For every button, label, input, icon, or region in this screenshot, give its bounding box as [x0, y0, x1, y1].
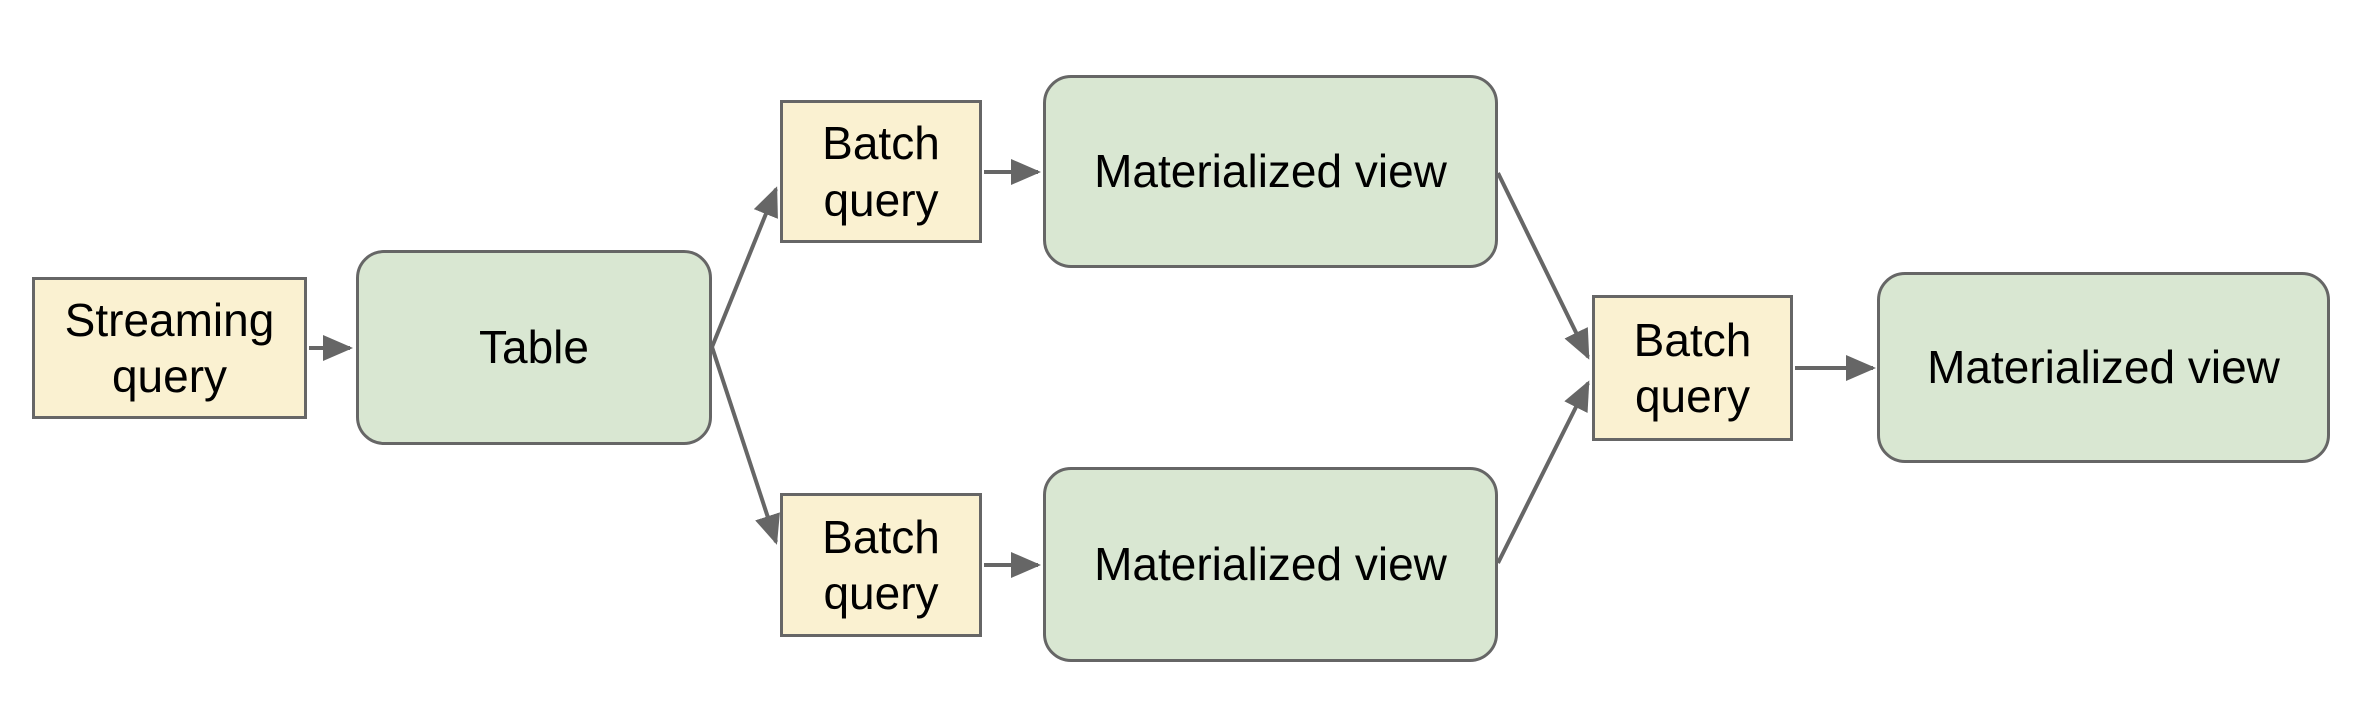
node-label: Batch query [822, 117, 940, 226]
node-label: Batch query [1633, 313, 1752, 422]
node-batch-query-right: Batch query [1592, 295, 1793, 441]
node-materialized-view-bottom: Materialized view [1043, 467, 1498, 662]
node-label: Streaming query [64, 293, 275, 402]
edge-mv-bottom-to-batch-query-right [1496, 380, 1590, 564]
node-label: Materialized view [1927, 341, 2280, 394]
node-batch-query-top: Batch query [780, 100, 982, 243]
edge-table-to-batch-query-bottom [710, 346, 780, 545]
node-label: Materialized view [1094, 145, 1447, 198]
node-table: Table [356, 250, 712, 445]
node-label: Table [479, 321, 589, 374]
node-label: Materialized view [1094, 538, 1447, 591]
edge-mv-top-to-batch-query-right [1496, 172, 1590, 360]
node-label: Batch query [822, 510, 940, 619]
node-streaming-query: Streaming query [32, 277, 307, 419]
node-materialized-view-right: Materialized view [1877, 272, 2330, 463]
node-batch-query-bottom: Batch query [780, 493, 982, 637]
node-materialized-view-top: Materialized view [1043, 75, 1498, 268]
edge-table-to-batch-query-top [710, 186, 778, 348]
